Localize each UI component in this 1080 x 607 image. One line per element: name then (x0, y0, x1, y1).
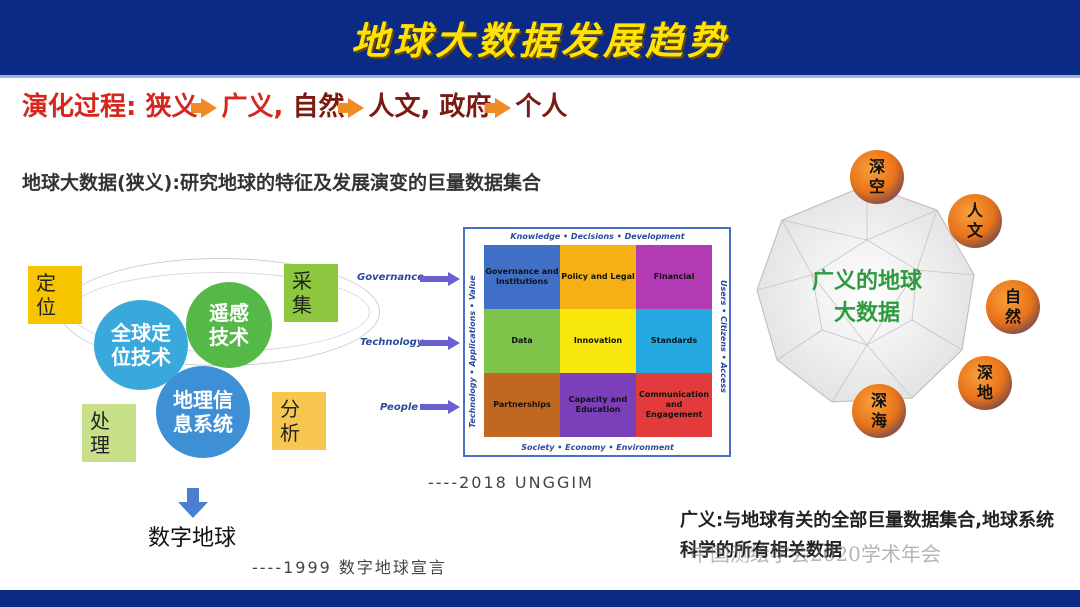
puzzle-piece: Partnerships (484, 373, 560, 437)
globe-center-text: 广义的地球 大数据 (792, 266, 942, 330)
digital-earth-label: 数字地球 (148, 526, 237, 551)
arrow-right-icon (420, 400, 460, 414)
puzzle-piece: Policy and Legal (560, 245, 636, 309)
puzzle-piece: Communication and Engagement (636, 373, 712, 437)
evolution-item: 人文, (368, 92, 431, 122)
orb-deep-space: 深 空 (850, 150, 904, 204)
puzzle-piece: Governance and Institutions (484, 245, 560, 309)
puzzle-piece: Standards (636, 309, 712, 373)
box-collect: 采 集 (284, 264, 338, 322)
puzzle-piece: Capacity and Education (560, 373, 636, 437)
orb-nature: 自 然 (986, 280, 1040, 334)
footer-bar (0, 590, 1080, 607)
arrow-right-icon (420, 272, 460, 286)
narrow-definition: 地球大数据(狭义):研究地球的特征及发展演变的巨量数据集合 (22, 172, 541, 194)
evolution-item: 政府 (439, 92, 492, 122)
frame-bottom-caption: Society • Economy • Environment (521, 443, 674, 452)
evolution-item: 狭义 (145, 92, 198, 122)
frame-top-caption: Knowledge • Decisions • Development (510, 232, 685, 241)
slide-title: 地球大数据发展趋势 (350, 19, 729, 63)
box-analyze: 分 析 (272, 392, 326, 450)
input-label-people: People (380, 402, 419, 413)
circle-gis: 地理信 息系统 (156, 366, 250, 458)
conference-watermark: 中国测绘学会2020学术年会 (690, 542, 941, 566)
circle-gps: 全球定 位技术 (94, 300, 188, 390)
arrow-down-icon (178, 488, 208, 518)
globe-text-line: 大数据 (833, 301, 900, 326)
globe-text-line: 广义的地球 (811, 269, 922, 294)
arrow-right-icon (420, 336, 460, 350)
evolution-line: 演化过程: 狭义广义, 自然人文, 政府个人 (22, 86, 567, 123)
orb-deep-sea: 深 海 (852, 384, 906, 438)
puzzle-piece: Data (484, 309, 560, 373)
puzzle-piece: Financial (636, 245, 712, 309)
box-locate: 定 位 (28, 266, 82, 324)
arrow-right-icon (338, 97, 365, 118)
broad-definition: 广义:与地球有关的全部巨量数据集合,地球系统科学的所有相关数据 (680, 510, 1055, 561)
frame-right-caption: Users • Citizens • Access (712, 262, 732, 428)
evolution-item: 广义, (221, 92, 284, 122)
arrow-right-icon (191, 97, 218, 118)
orb-deep-earth: 深 地 (958, 356, 1012, 410)
source-2018: ----2018 UNGGIM (428, 473, 594, 492)
evolution-prefix: 演化过程: (22, 92, 137, 122)
circle-remote-sensing: 遥感 技术 (186, 282, 272, 368)
source-1999: ----1999 数字地球宣言 (252, 558, 447, 577)
input-label-governance: Governance (357, 272, 425, 283)
arrow-right-icon (485, 97, 512, 118)
input-label-technology: Technology (360, 337, 424, 348)
orb-humanities: 人 文 (948, 194, 1002, 248)
evolution-item: 自然 (292, 92, 345, 122)
frame-right-text: Users • Citizens • Access (719, 280, 728, 393)
box-process: 处 理 (82, 404, 136, 462)
puzzle-piece: Innovation (560, 309, 636, 373)
frame-left-text: Technology • Applications • Value (468, 275, 477, 428)
header-bar (0, 0, 1080, 78)
evolution-item: 个人 (515, 92, 568, 122)
